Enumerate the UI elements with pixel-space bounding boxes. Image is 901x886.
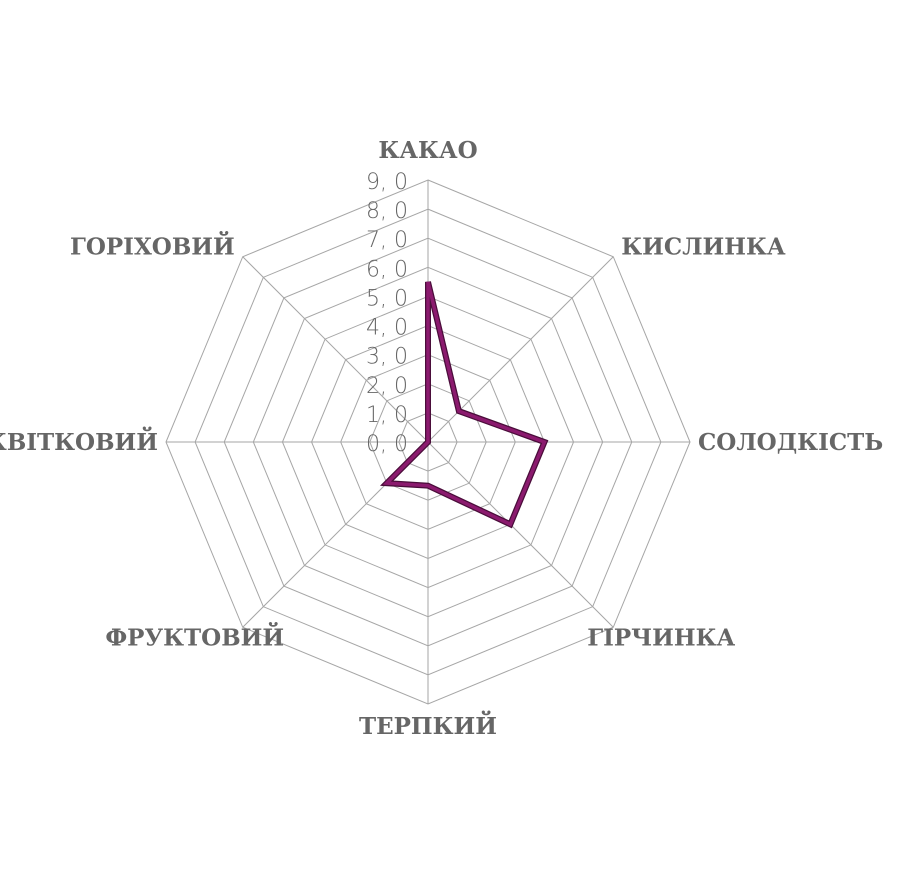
tick-label: 5, 0 <box>366 286 408 311</box>
category-label: ФРУКТОВИЙ <box>105 622 284 651</box>
grid-spoke <box>242 256 429 443</box>
tick-label: 3, 0 <box>366 345 408 370</box>
category-label: СОЛОДКІСТЬ <box>698 429 883 456</box>
tick-label: 6, 0 <box>366 257 408 282</box>
series-outline <box>379 281 549 529</box>
tick-label: 2, 0 <box>366 374 408 399</box>
tick-label: 8, 0 <box>366 199 408 224</box>
category-label: ГІРЧИНКА <box>587 624 735 651</box>
tick-label: 1, 0 <box>366 403 408 428</box>
tick-label: 0, 0 <box>366 432 408 457</box>
grid-spoke <box>427 441 614 628</box>
category-label: ТЕРПКИЙ <box>359 711 497 740</box>
tick-label: 4, 0 <box>366 316 408 341</box>
tick-label: 7, 0 <box>366 228 408 253</box>
category-label: КИСЛИНКА <box>621 234 786 261</box>
tick-label: 9, 0 <box>366 170 408 195</box>
category-label: КАКАО <box>378 137 477 164</box>
series-line <box>382 281 547 527</box>
category-label: ГОРІХОВИЙ <box>70 232 235 261</box>
category-label: КВІТКОВИЙ <box>0 427 158 456</box>
grid-spoke <box>427 256 614 443</box>
